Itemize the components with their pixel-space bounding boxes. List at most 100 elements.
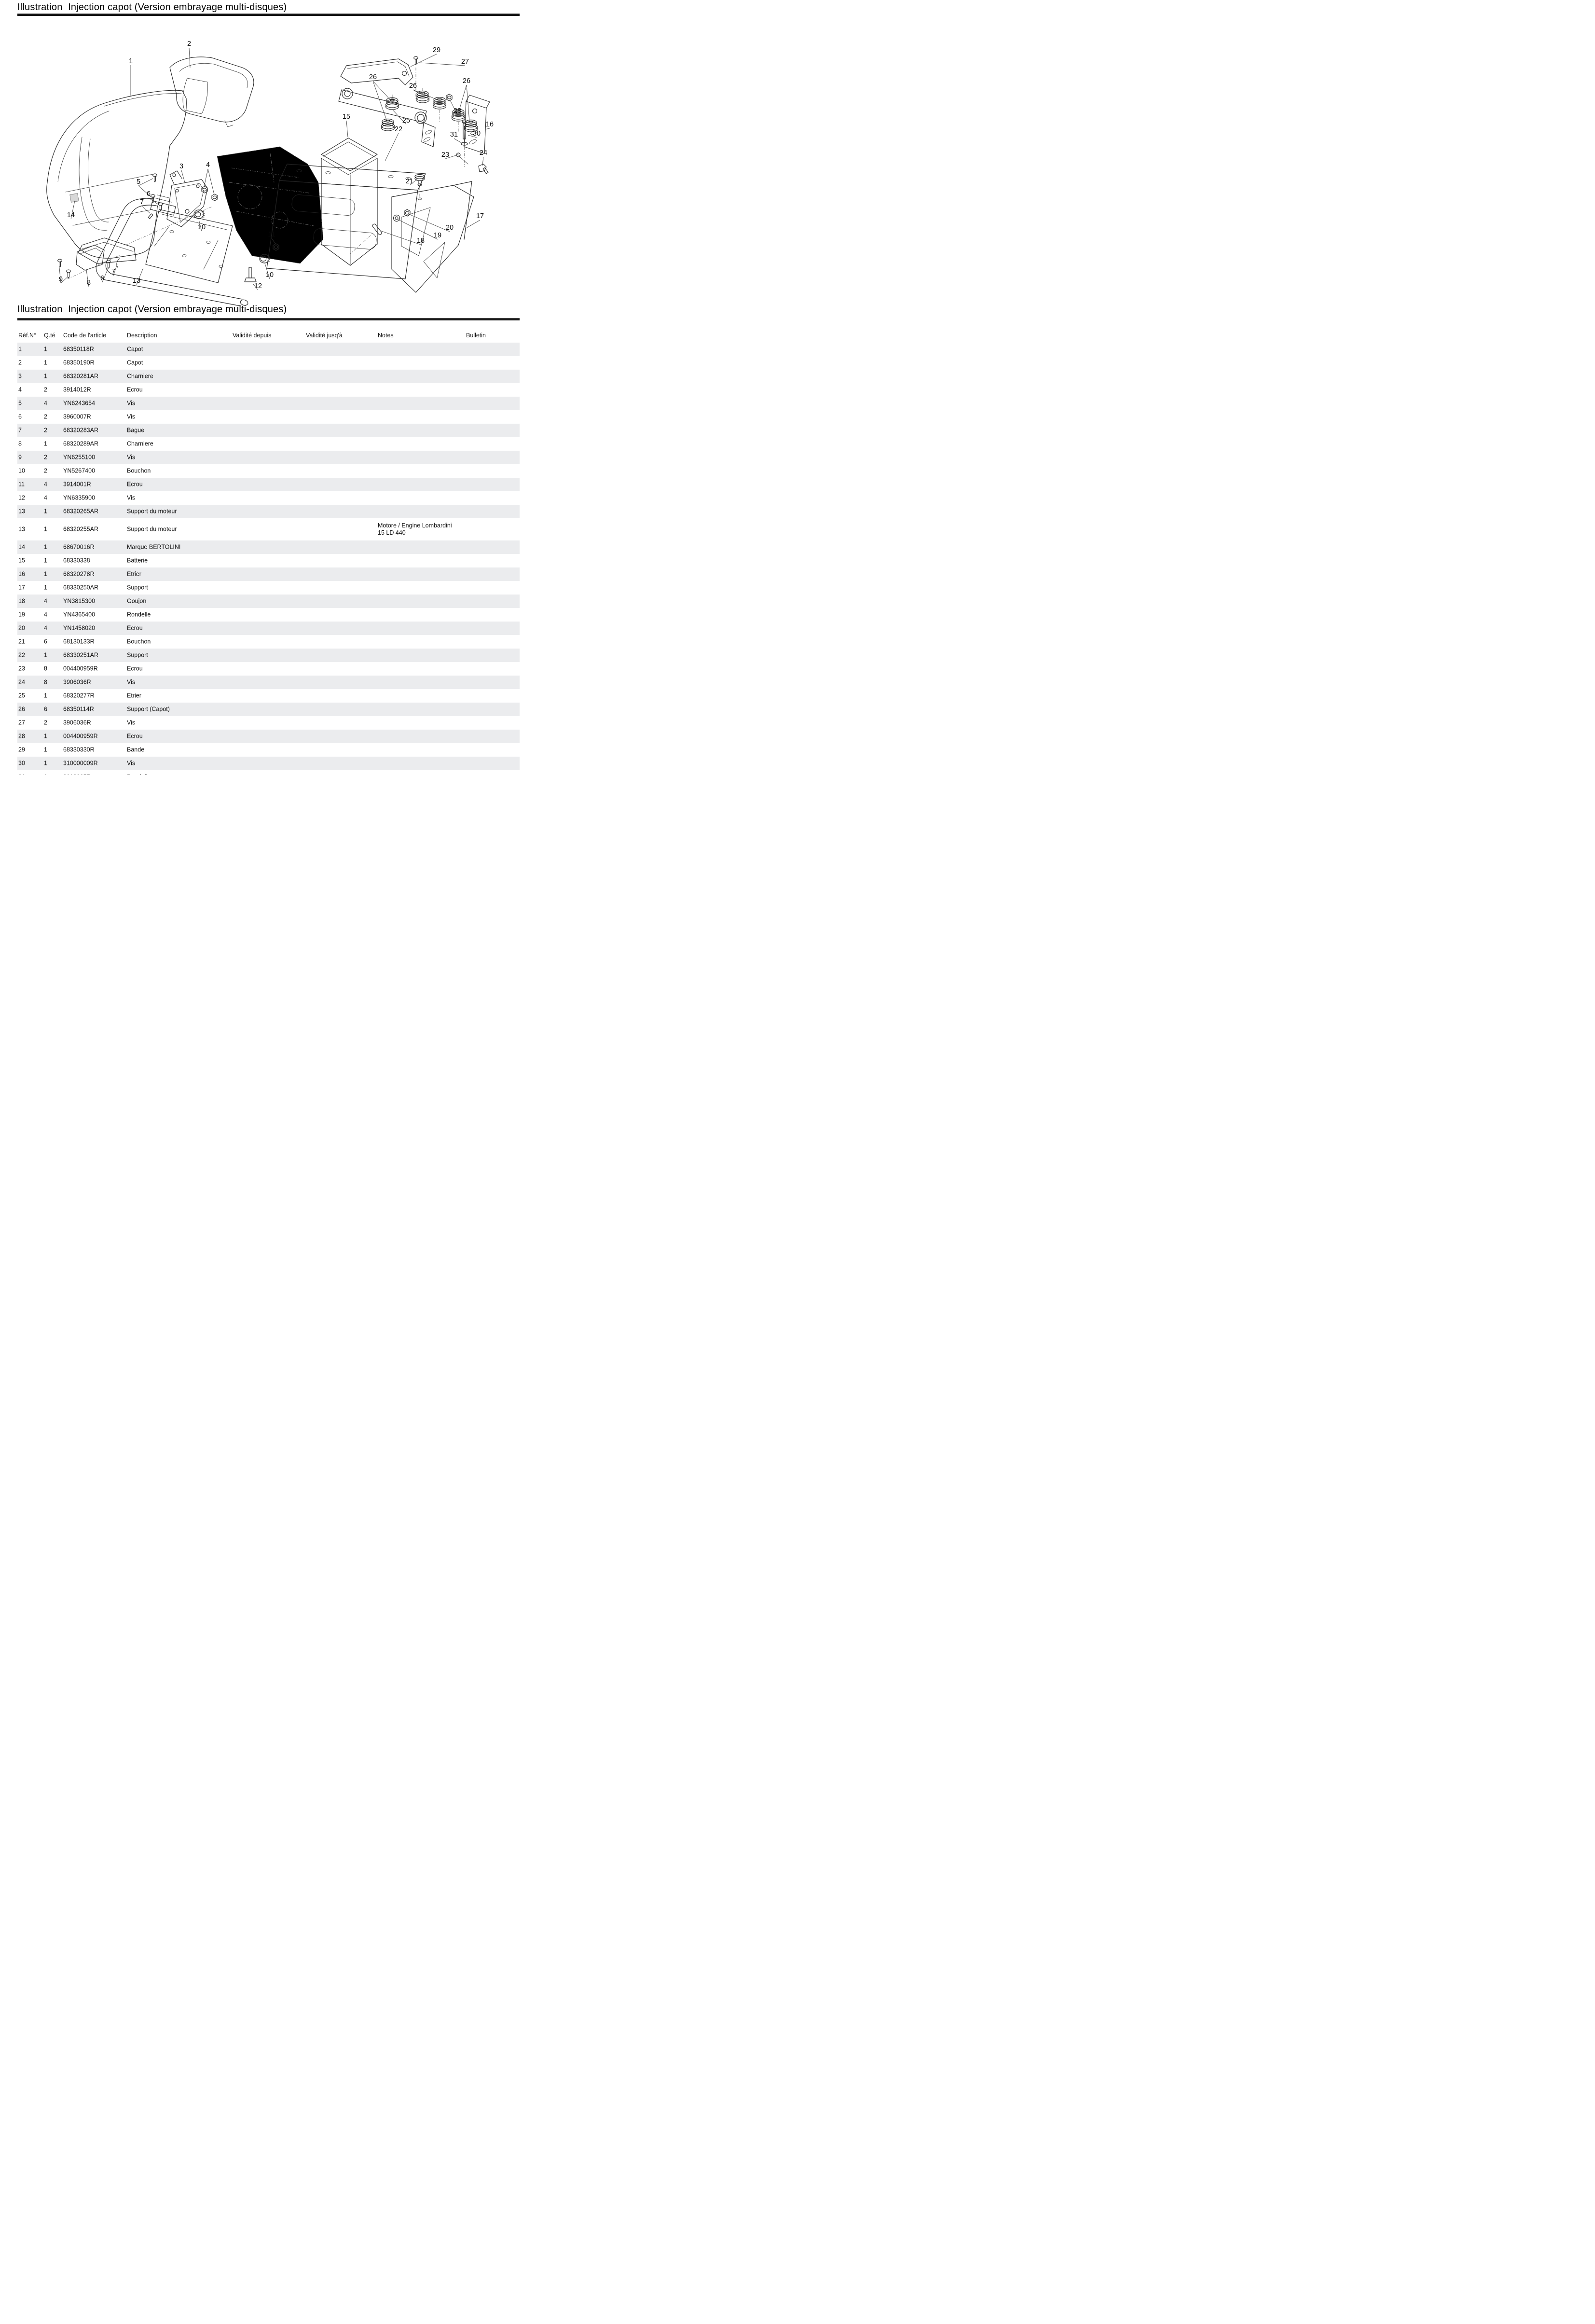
cell-ref: 17 [18, 584, 25, 591]
cell-code: YN6335900 [63, 494, 96, 501]
part-label-24: 24 [480, 149, 487, 157]
part-label-28: 28 [454, 107, 461, 115]
leader-line [398, 219, 438, 240]
part-label-25: 25 [402, 117, 410, 124]
cell-code: 3914012R [63, 386, 91, 393]
leader-line [410, 54, 437, 67]
cell-qty: 1 [44, 692, 47, 699]
leader-line [409, 214, 450, 232]
cell-ref: 6 [18, 413, 22, 420]
cell-desc: Capot [127, 359, 143, 366]
leader-line [380, 230, 421, 245]
cell-desc: Vis [127, 760, 136, 767]
cell-ref: 16 [18, 570, 25, 578]
cell-qty: 4 [44, 624, 47, 632]
cell-ref: 11 [18, 481, 25, 488]
cell-ref: 31 [18, 774, 25, 775]
cell-qty: 1 [44, 440, 47, 447]
leader-line [372, 81, 391, 101]
screw-part-9 [66, 269, 71, 278]
part-label-26: 26 [369, 73, 377, 81]
stud-part-18 [350, 223, 382, 254]
cell-qty: 8 [44, 678, 47, 686]
cell-ref: 20 [18, 624, 25, 632]
cell-ref: 9 [18, 454, 22, 461]
leader-line [198, 219, 202, 232]
part-label-6: 6 [100, 275, 104, 282]
screw-part-23 [456, 152, 468, 165]
part-label-11: 11 [268, 231, 275, 238]
leader-line [189, 47, 191, 68]
leader-line [253, 284, 259, 290]
cell-qty: 2 [44, 427, 47, 434]
cell-ref: 3 [18, 373, 22, 380]
cell-desc: Bouchon [127, 638, 151, 645]
cell-qty: 1 [44, 733, 47, 740]
cell-desc: Rondelle [127, 774, 151, 775]
diagram-canvas: 1234567101198671310121415161718192021222… [46, 40, 494, 306]
table-section-rule [17, 318, 520, 320]
cell-ref: 4 [18, 386, 22, 393]
cell-qty: 4 [44, 481, 47, 488]
bague-part-7 [116, 258, 120, 268]
cell-ref: 28 [18, 733, 25, 740]
part-label-26: 26 [463, 77, 470, 85]
top-cover-part-2 [169, 56, 254, 127]
cell-qty: 1 [44, 584, 47, 591]
leader-line [70, 200, 75, 220]
cell-ref: 19 [18, 611, 25, 618]
col-header-1: Q.té [44, 332, 55, 339]
cell-qty: 2 [44, 719, 47, 726]
cell-desc: Rondelle [127, 611, 151, 618]
col-header-0: Réf.N° [18, 332, 36, 339]
cell-desc: Bande [127, 746, 145, 753]
cell-ref: 13 [18, 526, 25, 533]
part-label-14: 14 [67, 211, 75, 219]
leader-line [181, 170, 185, 183]
cell-desc: Ecrou [127, 733, 143, 740]
screw-part-5 [152, 173, 157, 182]
cell-code: 68330338 [63, 557, 90, 564]
cell-qty: 1 [44, 774, 47, 775]
cell-qty: 2 [44, 413, 47, 420]
leader-line [445, 155, 456, 159]
bushing-part-7 [148, 213, 153, 219]
screw-part-6 [106, 260, 111, 269]
cell-ref: 5 [18, 400, 22, 407]
cell-qty: 6 [44, 706, 47, 713]
part-label-7: 7 [111, 268, 115, 276]
cell-desc: Vis [127, 678, 136, 686]
cell-desc: Goujon [127, 597, 147, 605]
cell-qty: 1 [44, 570, 47, 578]
leader-line [136, 267, 144, 285]
cell-notes: Motore / Engine Lombardini 15 LD 440 [378, 522, 452, 536]
cell-qty: 1 [44, 557, 47, 564]
part-label-29: 29 [433, 46, 440, 54]
part-label-31: 31 [450, 131, 458, 138]
cell-code: 3906036R [63, 678, 91, 686]
part-label-22: 22 [395, 125, 402, 133]
cell-code: 68330251AR [63, 651, 98, 659]
cell-ref: 30 [18, 760, 25, 767]
part-label-15: 15 [343, 113, 350, 121]
part-label-9: 9 [59, 276, 63, 283]
engine-phantom-outline [217, 146, 324, 264]
cell-code: 3906036R [63, 719, 91, 726]
cell-ref: 22 [18, 651, 25, 659]
